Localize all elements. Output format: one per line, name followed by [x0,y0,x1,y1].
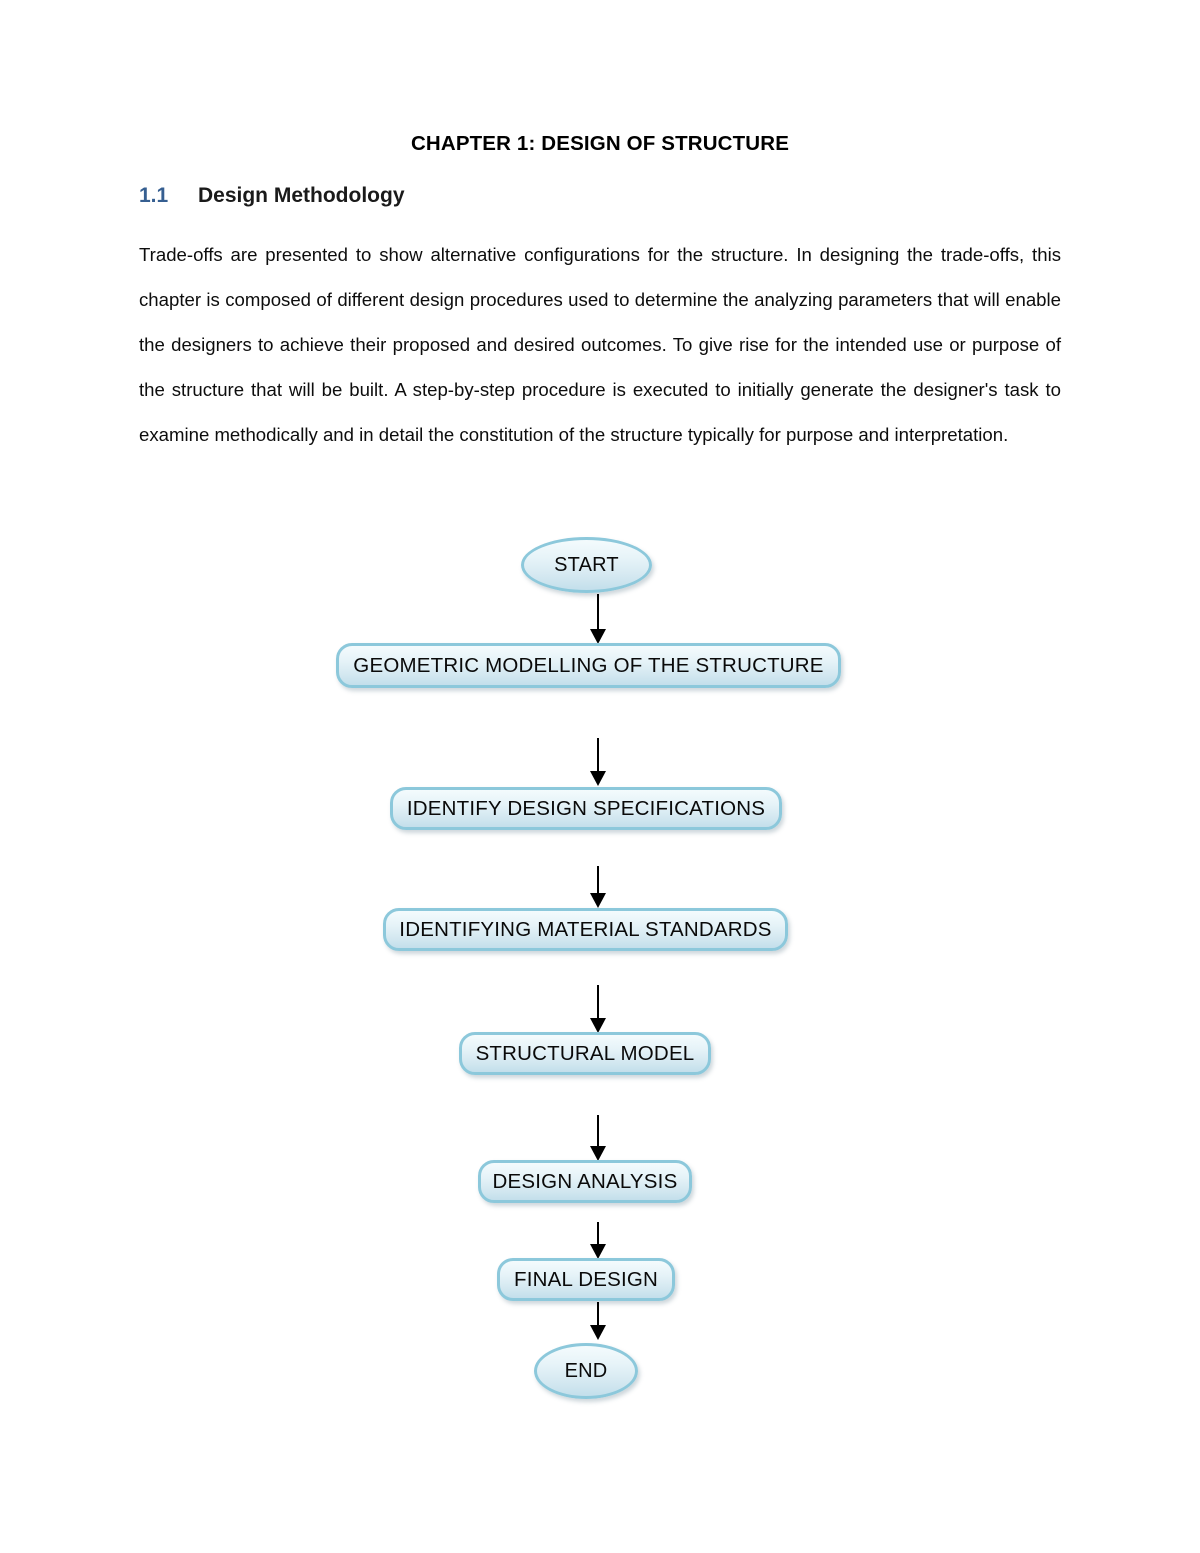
flow-node-structural-model-label: STRUCTURAL MODEL [475,1041,695,1065]
flow-node-structural-model[interactable]: STRUCTURAL MODEL [459,1032,711,1075]
flow-node-start-label: START [554,553,619,576]
text-column: CHAPTER 1: DESIGN OF STRUCTURE 1.1 Design… [139,131,1061,458]
flow-arrow-geometric-to-specs [588,738,608,786]
flow-node-geometric-modelling-label: GEOMETRIC MODELLING OF THE STRUCTURE [353,653,824,677]
flow-node-identifying-material-standards[interactable]: IDENTIFYING MATERIAL STANDARDS [383,908,788,951]
flow-node-design-analysis-label: DESIGN ANALYSIS [492,1169,678,1193]
flow-arrow-final-to-end [588,1302,608,1340]
flow-node-end-label: END [564,1359,608,1382]
section-heading: 1.1 Design Methodology [139,157,1061,208]
flow-node-final-design[interactable]: FINAL DESIGN [497,1258,675,1301]
flow-node-geometric-modelling[interactable]: GEOMETRIC MODELLING OF THE STRUCTURE [336,643,841,688]
flow-node-final-design-label: FINAL DESIGN [513,1267,659,1291]
section-title: Design Methodology [198,183,405,207]
flow-node-identifying-material-standards-label: IDENTIFYING MATERIAL STANDARDS [399,917,772,941]
flow-arrow-specs-to-material [588,866,608,908]
flow-node-start[interactable]: START [521,537,652,593]
flow-arrow-material-to-structural [588,985,608,1033]
body-paragraph: Trade-offs are presented to show alterna… [139,243,1061,445]
page-title: CHAPTER 1: DESIGN OF STRUCTURE [410,132,790,155]
flow-node-design-analysis[interactable]: DESIGN ANALYSIS [478,1160,692,1203]
flow-node-end[interactable]: END [534,1343,638,1399]
flow-arrow-analysis-to-final [588,1222,608,1259]
flow-node-identify-specifications[interactable]: IDENTIFY DESIGN SPECIFICATIONS [390,787,782,830]
flow-arrow-start-to-geometric [588,594,608,644]
section-number: 1.1 [139,183,169,207]
flow-node-identify-specifications-label: IDENTIFY DESIGN SPECIFICATIONS [406,796,766,820]
flow-arrow-structural-to-analysis [588,1115,608,1161]
